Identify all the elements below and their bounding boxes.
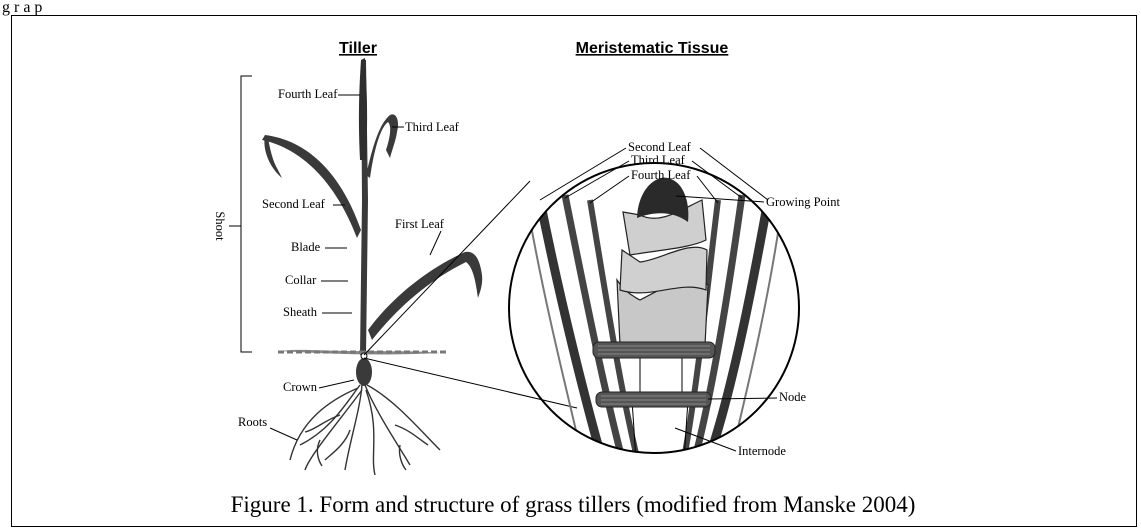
collar-label: Collar xyxy=(285,273,317,287)
m-third-leaf-label: Third Leaf xyxy=(631,153,686,167)
leaf-primordia xyxy=(617,200,708,345)
magnify-line-top xyxy=(364,181,530,355)
roots-shape xyxy=(290,385,440,475)
magnify-line-bottom xyxy=(364,358,577,408)
node-label: Node xyxy=(779,390,807,404)
m-second-leaf-label: Second Leaf xyxy=(628,140,692,154)
fourth-leaf-shape xyxy=(359,58,367,160)
shoot-bracket xyxy=(229,76,252,352)
figure-caption: Figure 1. Form and structure of grass ti… xyxy=(231,492,916,517)
first-leaf-label: First Leaf xyxy=(395,217,445,231)
second-leaf-shape xyxy=(262,135,361,238)
third-leaf-shape xyxy=(366,114,398,178)
shoot-label: Shoot xyxy=(213,211,227,241)
internode-label: Internode xyxy=(738,444,786,458)
growing-point-label: Growing Point xyxy=(766,195,840,209)
first-leaf-leader xyxy=(430,231,441,255)
tiller-heading: Tiller xyxy=(339,40,377,57)
node-band-upper xyxy=(593,342,715,358)
roots-leader xyxy=(270,428,297,440)
node-band-lower xyxy=(596,392,711,407)
top-text-fragment: g r a p xyxy=(2,0,42,16)
second-leaf-label: Second Leaf xyxy=(262,197,326,211)
first-leaf-shape xyxy=(368,252,482,340)
roots-label: Roots xyxy=(238,415,267,429)
crown-leader xyxy=(319,380,354,388)
crown-shape xyxy=(356,358,372,386)
sheath-label: Sheath xyxy=(283,305,318,319)
fourth-leaf-label: Fourth Leaf xyxy=(278,87,338,101)
crown-label: Crown xyxy=(283,380,318,394)
m-fourth-leaf-label: Fourth Leaf xyxy=(631,168,691,182)
growing-point-shape xyxy=(637,178,688,222)
third-leaf-label: Third Leaf xyxy=(405,120,460,134)
blade-label: Blade xyxy=(291,240,321,254)
meristematic-tissue-heading: Meristematic Tissue xyxy=(576,40,729,57)
